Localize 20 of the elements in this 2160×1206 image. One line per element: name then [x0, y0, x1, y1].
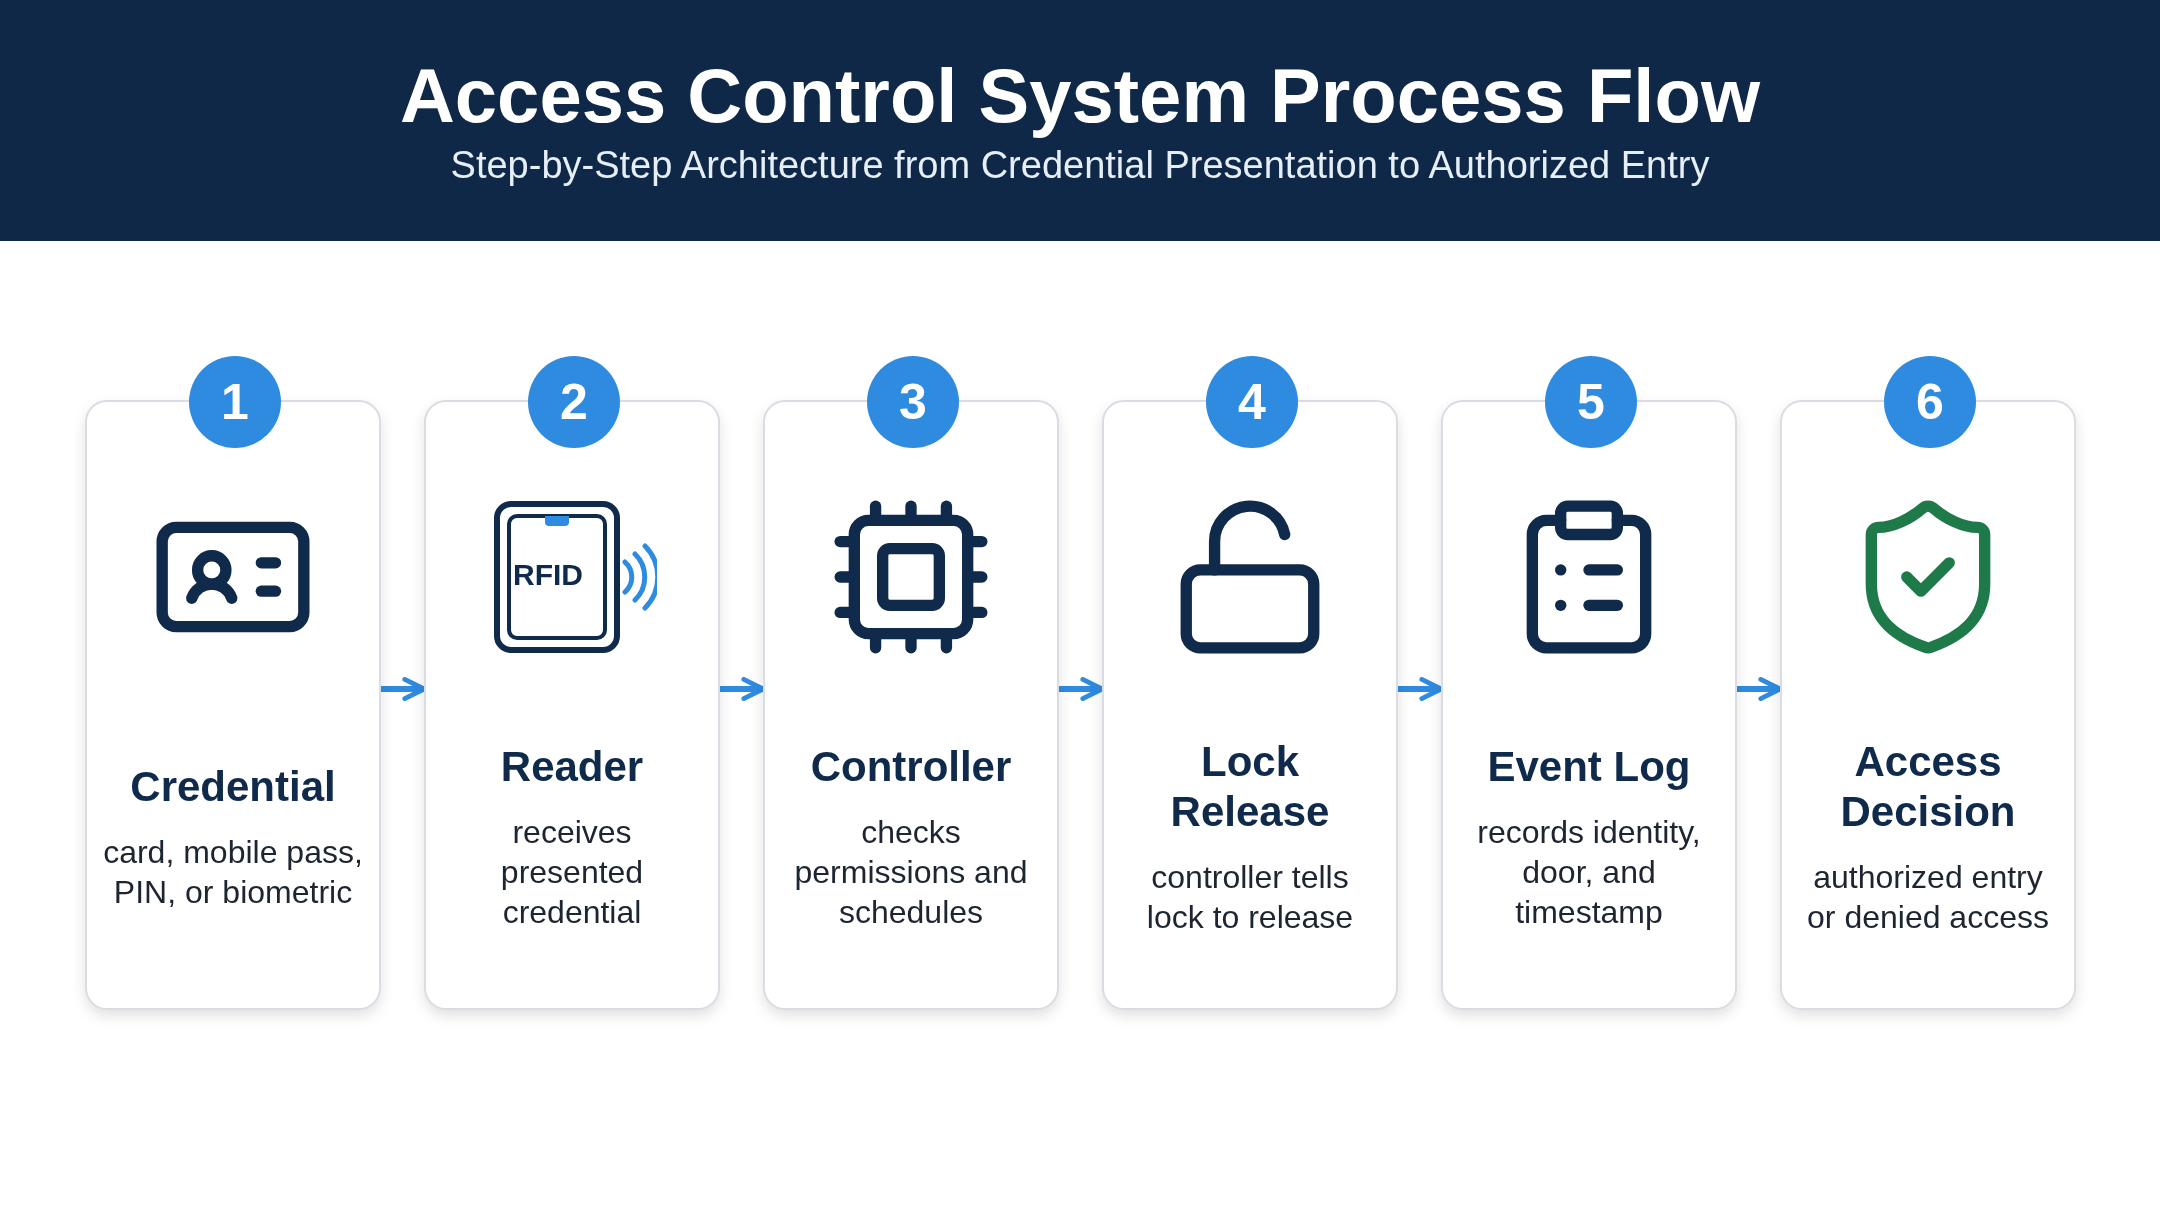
step-heading: Event Log — [1486, 741, 1692, 792]
step-number-badge: 4 — [1206, 356, 1298, 448]
step-number-badge: 3 — [867, 356, 959, 448]
step-heading: Lock Release — [1169, 736, 1331, 837]
step-number-badge: 2 — [528, 356, 620, 448]
step-description: controller tells lock to release — [1145, 858, 1355, 938]
step-number-badge: 5 — [1545, 356, 1637, 448]
step-number-badge: 1 — [189, 356, 281, 448]
step-description: checks permissions and schedules — [793, 813, 1029, 933]
step-heading: Reader — [499, 741, 645, 792]
subtitle: Step-by-Step Architecture from Credential Presentation to Authorized Entry — [450, 145, 1710, 184]
step-heading: Access Decision — [1839, 736, 2017, 837]
step-number-badge: 6 — [1884, 356, 1976, 448]
step-description: records identity, door, and timestamp — [1476, 813, 1702, 933]
step-heading: Credential — [129, 761, 337, 812]
step-description: receives presented credential — [499, 813, 645, 933]
step-description: card, mobile pass, PIN, or biometric — [103, 833, 363, 913]
step-heading: Controller — [809, 741, 1013, 792]
step-description: authorized entry or denied access — [1806, 858, 2050, 938]
icon-label: RFID — [513, 560, 583, 590]
